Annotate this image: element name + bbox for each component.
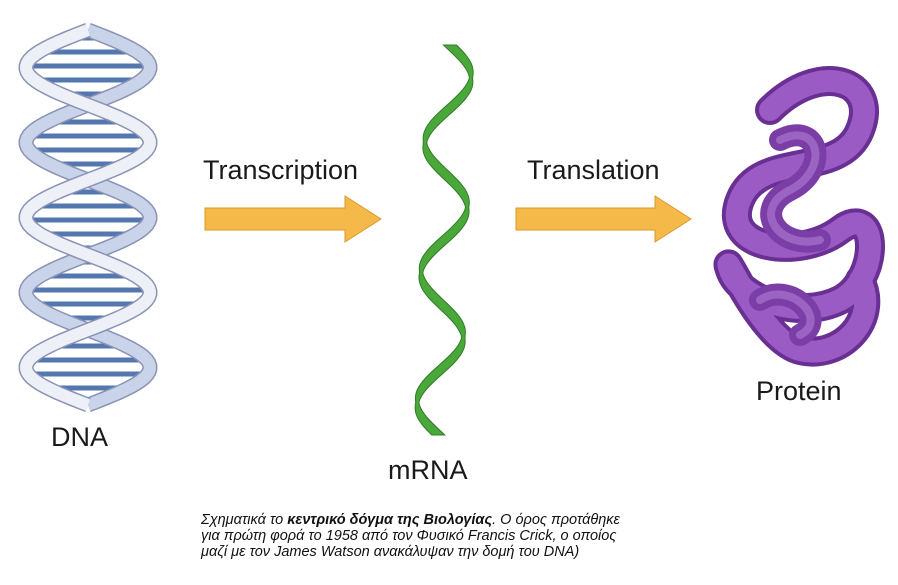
dna-strand <box>20 24 156 411</box>
caption-line2: για πρώτη φορά το 1958 από τον Φυσικό Fr… <box>201 528 617 544</box>
transcription-arrow <box>204 195 382 243</box>
caption-bold-term: κεντρικό δόγμα της Βιολογίας <box>287 512 493 528</box>
protein-label: Protein <box>756 376 842 406</box>
caption-prefix: Σχηματικά το <box>201 512 288 528</box>
protein-fold <box>713 66 885 367</box>
mrna-ribbon <box>414 44 474 436</box>
dna-label: DNA <box>51 422 109 452</box>
caption: Σχηματικά το κεντρικό δόγμα της Βιολογία… <box>201 512 681 560</box>
mrna-strand <box>414 44 474 436</box>
mrna-label: mRNA <box>388 455 468 485</box>
translation-arrow <box>515 195 692 243</box>
transcription-label: Transcription <box>203 155 359 185</box>
caption-line3: μαζί με τον James Watson ανακάλυψαν την … <box>201 544 580 560</box>
caption-line1-rest: . Ο όρος προτάθηκε <box>492 512 620 528</box>
translation-label: Translation <box>527 155 660 185</box>
dna-strand <box>20 24 156 411</box>
dna-helix <box>18 22 158 413</box>
